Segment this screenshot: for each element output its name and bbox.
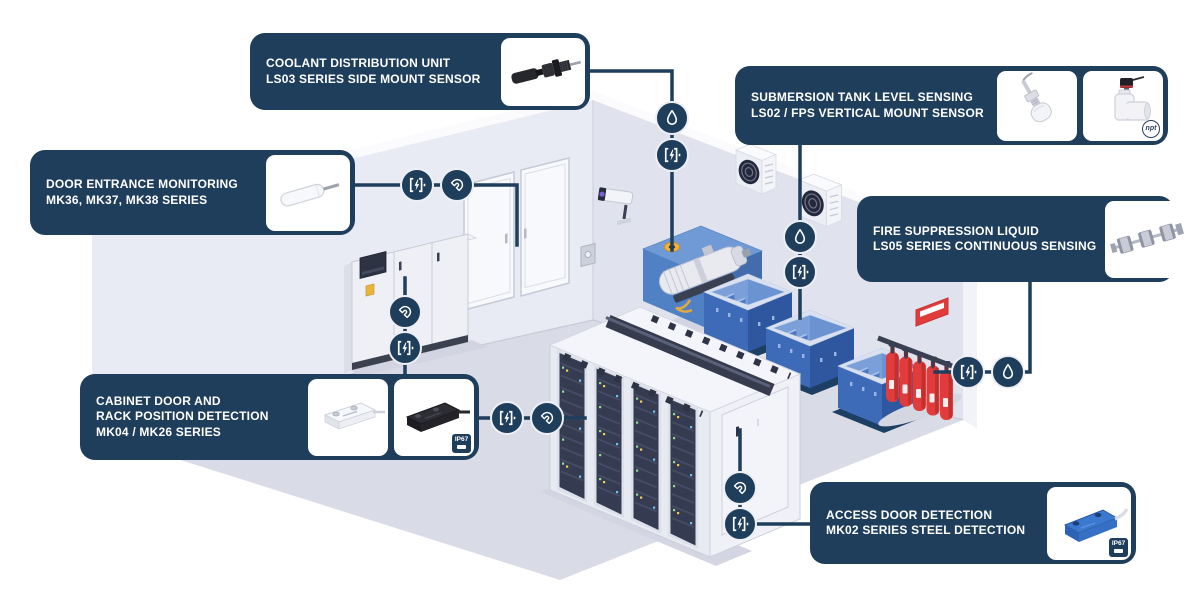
product-image-ls03-side-mount-sensor (501, 37, 585, 106)
callout-fire-suppression-liquid: FIRE SUPPRESSION LIQUID LS05 SERIES CONT… (857, 196, 1190, 282)
callout-text: COOLANT DISTRIBUTION UNIT LS03 SERIES SI… (266, 56, 492, 87)
callout-title-2: RACK POSITION DETECTION (96, 409, 269, 424)
ls05-sensor-image (1110, 223, 1185, 254)
rack-cable-tray (605, 315, 775, 396)
mk02-sensor-image (1063, 507, 1129, 542)
callout-text: SUBMERSION TANK LEVEL SENSING LS02 / FPS… (751, 90, 988, 121)
callout-subtitle: MK02 SERIES STEEL DETECTION (826, 523, 1026, 537)
mk36-sensor-image (280, 182, 340, 207)
callout-title: ACCESS DOOR DETECTION (826, 507, 993, 522)
callout-door-entrance-monitoring: DOOR ENTRANCE MONITORING MK36, MK37, MK3… (30, 150, 355, 235)
callout-access-door-detection: ACCESS DOOR DETECTION MK02 SERIES STEEL … (810, 482, 1136, 564)
ip67-rating-badge: IP67 (452, 433, 471, 453)
callout-title: CABINET DOOR AND (96, 393, 221, 408)
mk04-sensor-image (323, 402, 385, 430)
fire-suppression-tanks (877, 297, 962, 427)
callout-title: FIRE SUPPRESSION LIQUID (873, 223, 1039, 238)
cdu-pump (658, 244, 752, 303)
callout-coolant-distribution-unit: COOLANT DISTRIBUTION UNIT LS03 SERIES SI… (250, 33, 590, 110)
cctv-camera (597, 187, 634, 226)
fire-safety-sign (915, 297, 949, 327)
product-image-ls05-continuous-sensor (1105, 200, 1190, 278)
product-image-mk26-sensor: IP67 (394, 378, 474, 456)
callout-title: SUBMERSION TANK LEVEL SENSING (751, 90, 974, 105)
product-image-mk36-door-sensor (266, 154, 350, 231)
fps-sensor-image (1114, 76, 1151, 121)
callout-submersion-tank-level-sensing: SUBMERSION TANK LEVEL SENSING LS02 / FPS… (735, 66, 1168, 145)
mk26-sensor-image (405, 402, 470, 432)
product-image-ls02-vertical-float-sensor (997, 70, 1077, 141)
ls03-sensor-image (511, 58, 582, 84)
npt-certification-mark: npt (1142, 119, 1160, 138)
callout-title: DOOR ENTRANCE MONITORING (46, 177, 238, 192)
callout-text: CABINET DOOR AND RACK POSITION DETECTION… (96, 394, 299, 440)
callout-title: COOLANT DISTRIBUTION UNIT (266, 56, 451, 71)
callout-subtitle: LS02 / FPS VERTICAL MOUNT SENSOR (751, 105, 984, 120)
product-image-mk04-sensor (308, 378, 388, 456)
product-image-mk02-sensor: IP67 (1047, 486, 1131, 560)
callout-subtitle: LS03 SERIES SIDE MOUNT SENSOR (266, 71, 481, 86)
callout-text: FIRE SUPPRESSION LIQUID LS05 SERIES CONT… (873, 224, 1096, 255)
callout-text: ACCESS DOOR DETECTION MK02 SERIES STEEL … (826, 508, 1038, 539)
callout-subtitle: MK04 / MK26 SERIES (96, 424, 221, 439)
door-card-reader (580, 242, 596, 268)
callout-cabinet-door-rack-position: CABINET DOOR AND RACK POSITION DETECTION… (80, 374, 479, 460)
product-image-fps-elbow-mount-sensor: npt (1083, 70, 1163, 141)
ls02-sensor-image (1021, 72, 1052, 123)
ip67-rating-badge: IP67 (1109, 537, 1128, 557)
callout-text: DOOR ENTRANCE MONITORING MK36, MK37, MK3… (46, 177, 257, 208)
callout-subtitle: MK36, MK37, MK38 SERIES (46, 192, 208, 207)
callout-subtitle: LS05 SERIES CONTINUOUS SENSING (873, 239, 1097, 253)
